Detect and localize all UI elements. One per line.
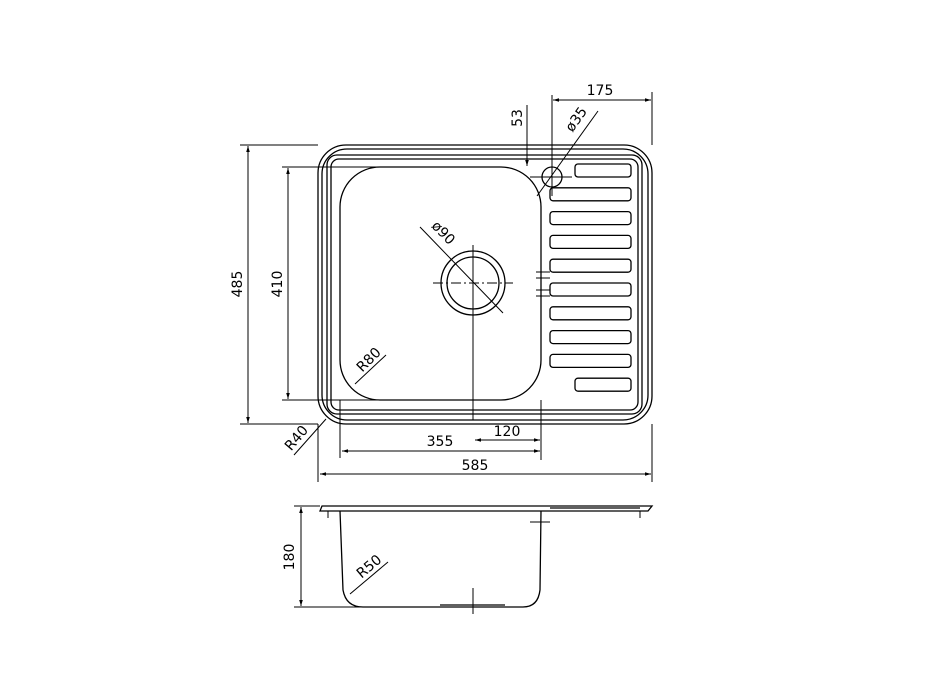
dim-485: 485 — [230, 271, 246, 298]
drainer-slot — [574, 163, 632, 178]
dim-355: 355 — [427, 434, 454, 450]
dim-bowl-radius: R80 — [354, 345, 385, 376]
dim-120: 120 — [494, 424, 521, 440]
dim-53: 53 — [510, 109, 526, 127]
drainer-slot — [574, 377, 632, 392]
bowl-profile — [339, 510, 542, 608]
drainer-slot — [549, 210, 632, 226]
bowl — [339, 166, 542, 401]
dim-180: 180 — [282, 544, 298, 571]
inner-rim — [326, 154, 643, 415]
side-view: 180 R50 — [282, 505, 654, 614]
top-view — [317, 95, 653, 425]
dim-drain-diameter: ø90 — [428, 218, 458, 248]
drainer-slot — [549, 282, 632, 297]
rim-line — [321, 148, 649, 421]
dim-410: 410 — [270, 271, 286, 298]
inner-rim-2 — [330, 158, 639, 411]
dim-585: 585 — [462, 458, 489, 474]
drainer-slot — [549, 329, 632, 345]
drainer-slot — [549, 258, 632, 273]
drainer-slot — [549, 353, 632, 369]
outer-rim — [317, 144, 653, 425]
dim-overflow-diameter: ø35 — [563, 104, 591, 135]
dim-outer-radius: R40 — [282, 423, 312, 454]
drainer-slot — [549, 306, 632, 321]
drainer-slot — [549, 234, 632, 250]
dim-175: 175 — [587, 83, 614, 99]
drainer-slots — [549, 163, 632, 392]
drainer-marks — [536, 271, 550, 297]
drainer-slot — [549, 187, 632, 202]
flange — [319, 505, 654, 512]
